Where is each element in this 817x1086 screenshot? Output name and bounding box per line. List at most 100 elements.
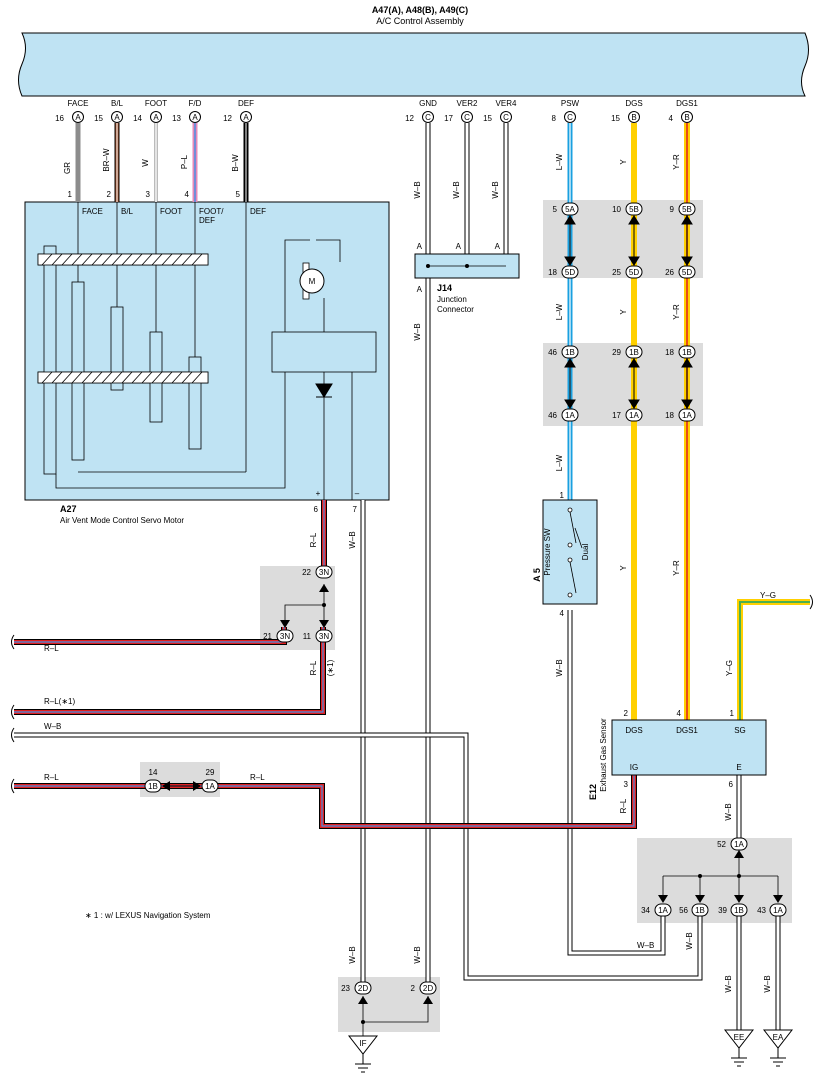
pressure-sw-name: Pressure SW [543, 528, 552, 576]
connector-ground-splice: 1A 52 1A 34 1B 56 1B 39 1A 43 [641, 837, 787, 917]
pin-conn-fd: A [192, 113, 198, 122]
pressure-sw-id: A 5 [532, 568, 542, 582]
svg-text:1A: 1A [658, 906, 668, 915]
svg-text:DGS1: DGS1 [676, 726, 698, 735]
pressure-switch-box [542, 499, 598, 605]
svg-text:17: 17 [612, 411, 621, 420]
pin-conn-face: A [75, 113, 81, 122]
svg-text:L–W: L–W [555, 153, 564, 170]
pin-label-foot: FOOT [145, 99, 167, 108]
svg-text:1A: 1A [682, 411, 692, 420]
servo-pins: 1 2 3 4 5 FACE B/L FOOT FOOT/ DEF DEF [68, 190, 267, 225]
svg-text:1B: 1B [629, 348, 639, 357]
svg-text:9: 9 [670, 205, 675, 214]
connector-2d-block: 2D 23 2D 2 [341, 981, 437, 1036]
svg-text:5B: 5B [629, 205, 639, 214]
svg-text:3: 3 [146, 190, 151, 199]
connector-arrows [564, 215, 693, 409]
wire-label-def: B–W [231, 154, 240, 172]
pin-num-ver2: 17 [444, 114, 453, 123]
pin-num-foot: 14 [133, 114, 142, 123]
svg-text:3N: 3N [319, 632, 329, 641]
pin-num-fd: 13 [172, 114, 181, 123]
svg-text:18: 18 [665, 411, 674, 420]
svg-text:W–B: W–B [413, 181, 422, 198]
diagram-title: A47(A), A48(B), A49(C) [372, 5, 468, 15]
svg-text:1A: 1A [734, 840, 744, 849]
svg-text:R–L(∗1): R–L(∗1) [44, 697, 75, 706]
svg-text:W–B: W–B [452, 181, 461, 198]
svg-text:IG: IG [630, 763, 638, 772]
svg-text:4: 4 [185, 190, 190, 199]
svg-text:1A: 1A [205, 782, 215, 791]
svg-text:EE: EE [734, 1033, 745, 1042]
pin-num-gnd: 12 [405, 114, 414, 123]
svg-text:1: 1 [68, 190, 73, 199]
svg-text:Junction: Junction [437, 295, 467, 304]
pin-label-dgs: DGS [625, 99, 642, 108]
svg-text:W–B: W–B [763, 975, 772, 992]
pin-label-def: DEF [238, 99, 254, 108]
svg-text:Connector: Connector [437, 305, 474, 314]
svg-text:W–B: W–B [491, 181, 500, 198]
svg-text:Y–R: Y–R [672, 304, 681, 320]
servo-plus: + [316, 489, 321, 498]
svg-text:FOOT/: FOOT/ [199, 207, 224, 216]
svg-text:FACE: FACE [82, 207, 103, 216]
svg-text:2: 2 [107, 190, 112, 199]
wire-label-bl: BR–W [102, 148, 111, 172]
svg-text:22: 22 [302, 568, 311, 577]
svg-text:W–B: W–B [413, 323, 422, 340]
pin-num-def: 12 [223, 114, 232, 123]
svg-text:W–B: W–B [637, 941, 654, 950]
svg-text:EA: EA [773, 1033, 784, 1042]
svg-text:M: M [309, 277, 316, 286]
svg-text:L–W: L–W [555, 454, 564, 471]
svg-text:14: 14 [149, 768, 158, 777]
servo-name: Air Vent Mode Control Servo Motor [60, 516, 184, 525]
svg-text:W–B: W–B [348, 531, 357, 548]
svg-text:3N: 3N [280, 632, 290, 641]
svg-text:R–L: R–L [44, 773, 59, 782]
svg-text:1B: 1B [734, 906, 744, 915]
pin-conn-ver4: C [503, 113, 509, 122]
wires-servo [75, 123, 249, 202]
svg-text:2: 2 [411, 984, 416, 993]
svg-text:43: 43 [757, 906, 766, 915]
svg-text:R–L: R–L [44, 644, 59, 653]
svg-text:W–B: W–B [685, 932, 694, 949]
svg-text:W–B: W–B [555, 659, 564, 676]
svg-text:Y–R: Y–R [672, 560, 681, 576]
pin-conn-psw: C [567, 113, 573, 122]
pin-conn-dgs: B [631, 113, 636, 122]
svg-text:7: 7 [353, 505, 358, 514]
svg-text:B/L: B/L [121, 207, 134, 216]
svg-text:R–L: R–L [309, 660, 318, 675]
svg-text:W–B: W–B [348, 946, 357, 963]
pin-label-fd: F/D [189, 99, 202, 108]
svg-text:46: 46 [548, 411, 557, 420]
svg-text:W–B: W–B [724, 803, 733, 820]
svg-text:5D: 5D [565, 268, 575, 277]
hatch-bars [41, 253, 203, 384]
svg-text:Y: Y [619, 159, 628, 165]
svg-text:11: 11 [303, 632, 312, 641]
pin-label-dgs1: DGS1 [676, 99, 698, 108]
svg-text:6: 6 [729, 780, 734, 789]
svg-text:Dual: Dual [581, 544, 590, 561]
svg-text:52: 52 [717, 840, 726, 849]
svg-text:2D: 2D [423, 984, 433, 993]
svg-text:34: 34 [641, 906, 650, 915]
pin-label-ver4: VER4 [496, 99, 517, 108]
svg-text:21: 21 [263, 632, 272, 641]
svg-text:2: 2 [624, 709, 629, 718]
svg-text:1B: 1B [695, 906, 705, 915]
svg-text:5A: 5A [565, 205, 575, 214]
pin-num-dgs: 15 [611, 114, 620, 123]
svg-text:29: 29 [206, 768, 215, 777]
svg-text:5D: 5D [682, 268, 692, 277]
pin-conn-foot: A [153, 113, 159, 122]
svg-text:1B: 1B [682, 348, 692, 357]
svg-text:1B: 1B [148, 782, 158, 791]
